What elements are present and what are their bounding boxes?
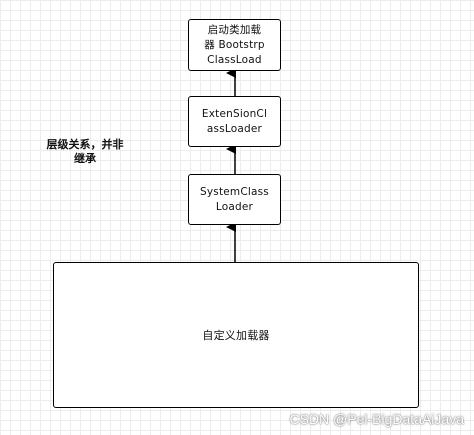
node-extension-classloader: ExtenSionCl assLoader xyxy=(188,96,281,147)
hierarchy-note: 层级关系，并非 继承 xyxy=(46,138,124,165)
node-custom-label: 自定义加载器 xyxy=(202,328,270,342)
node-bootstrap-classloader: 启动类加载 器 Bootstrp ClassLoad xyxy=(188,19,281,71)
node-system-label: SystemClass Loader xyxy=(200,185,269,213)
watermark: CSDN @Pel-BigDataAiJava xyxy=(289,411,465,427)
node-bootstrap-label: 启动类加载 器 Bootstrp ClassLoad xyxy=(204,23,265,66)
node-custom-classloader: 自定义加载器 xyxy=(53,262,419,408)
node-extension-label: ExtenSionCl assLoader xyxy=(201,107,268,135)
node-system-classloader: SystemClass Loader xyxy=(188,174,281,225)
